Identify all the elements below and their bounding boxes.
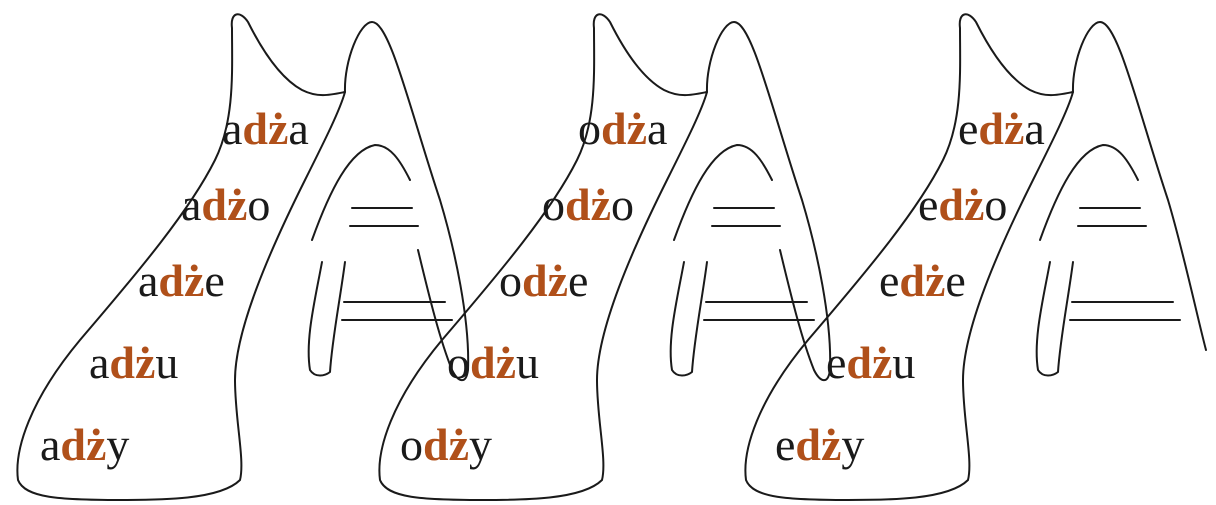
syllable: odżo: [542, 179, 634, 230]
syllable: odży: [400, 419, 492, 470]
syllable: adżo: [181, 179, 271, 230]
syllable: odża: [578, 103, 668, 154]
slide-group-o: [362, 0, 842, 505]
slide-group-e: [728, 0, 1208, 505]
syllable: edża: [958, 103, 1045, 154]
syllable: edży: [775, 419, 865, 470]
slide-group-a: [0, 0, 480, 505]
syllable: adża: [222, 103, 309, 154]
syllable: edżo: [918, 179, 1008, 230]
slide-icon: [744, 13, 1207, 501]
syllable: adżu: [89, 337, 179, 388]
slide-icon: [378, 13, 832, 501]
syllable: edżu: [826, 337, 916, 388]
syllable: adże: [138, 255, 225, 306]
syllable: edże: [879, 255, 966, 306]
syllable: odżu: [447, 337, 539, 388]
slide-icon: [16, 13, 470, 501]
syllable: adży: [40, 419, 130, 470]
syllable: odże: [499, 255, 589, 306]
